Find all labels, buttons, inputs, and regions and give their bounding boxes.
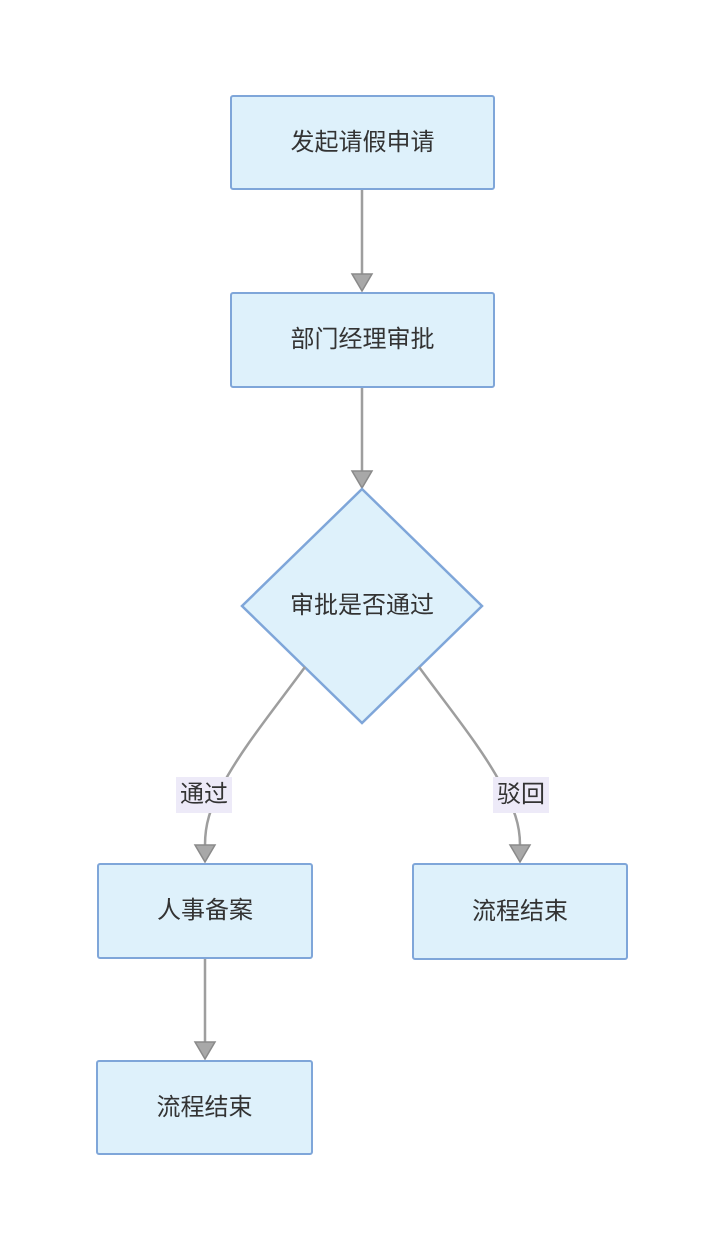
node-decision: 审批是否通过: [242, 489, 482, 723]
edge-hr-end-arrowhead: [193, 1041, 217, 1061]
edge-start-manager-arrowhead: [350, 273, 374, 293]
node-end-rejected-label: 流程结束: [472, 897, 568, 925]
node-decision-label: 审批是否通过: [290, 592, 434, 620]
edge-decision-hr-arrowhead: [193, 844, 217, 864]
edge-decision-hr-path: [203, 666, 307, 846]
edge-label-reject: 驳回: [493, 777, 549, 813]
edge-label-pass: 通过: [176, 777, 232, 813]
node-decision-shape: [240, 487, 484, 725]
node-hr-record-label: 人事备案: [157, 897, 253, 925]
node-manager-approval: 部门经理审批: [230, 292, 495, 388]
node-start: 发起请假申请: [230, 95, 495, 190]
node-manager-approval-label: 部门经理审批: [290, 326, 435, 354]
edge-manager-decision-arrowhead: [350, 470, 374, 490]
node-end-approved-label: 流程结束: [156, 1093, 253, 1121]
node-end-approved: 流程结束: [96, 1060, 313, 1155]
node-end-rejected: 流程结束: [412, 863, 628, 960]
node-start-label: 发起请假申请: [290, 128, 435, 156]
edge-decision-end-arrowhead: [508, 844, 532, 864]
edge-decision-end-path: [417, 666, 522, 846]
node-hr-record: 人事备案: [97, 863, 313, 959]
